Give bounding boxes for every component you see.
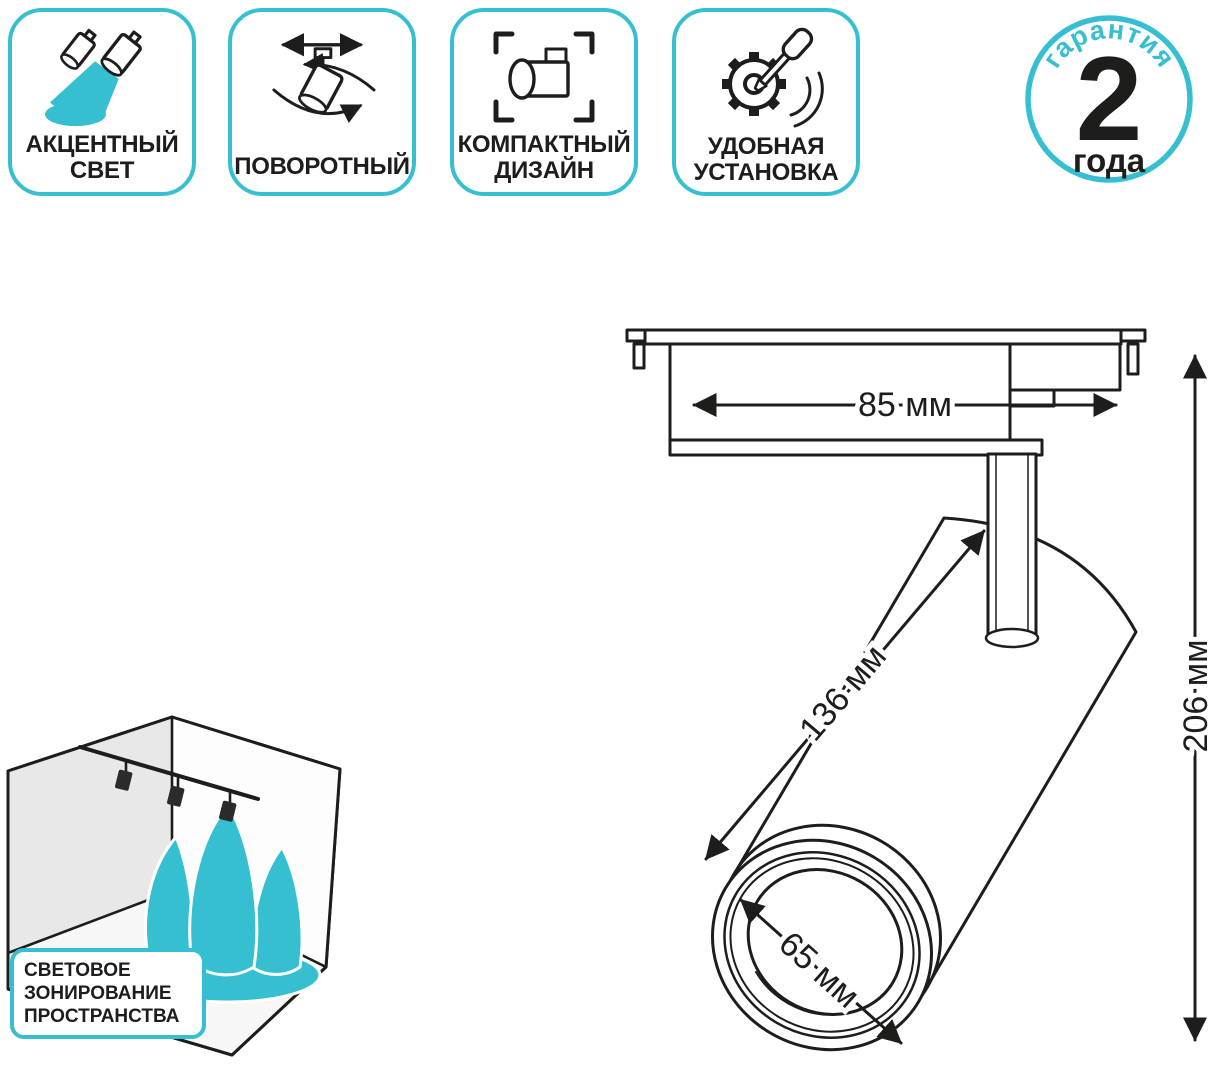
feature-label-line2: СВЕТ: [69, 157, 135, 184]
compact-design-icon: [458, 22, 630, 132]
ceiling-track: [78, 745, 260, 801]
motion-arc-inner: [789, 76, 812, 117]
easy-installation-icon: [680, 22, 852, 134]
spotlight-front: [100, 30, 142, 77]
feature-badge-rotatable: ПОВОРОТНЫЙ: [228, 8, 416, 196]
adapter-housing: [668, 342, 1012, 442]
rotatable-icon: [236, 22, 408, 154]
feature-label-line1: УДОБНАЯ: [707, 133, 825, 160]
feature-badge-accent-light: АКЦЕНТНЫЙ СВЕТ: [8, 8, 196, 196]
adapter-side-block: [1008, 342, 1122, 392]
light-beam-shape: [49, 61, 119, 120]
feature-label-line1: КОМПАКТНЫЙ: [457, 131, 631, 158]
accent-light-icon: [16, 22, 188, 132]
frame-brackets-shape: [493, 31, 595, 123]
feature-label: КОМПАКТНЫЙ ДИЗАЙН: [458, 132, 631, 184]
track-lamp: [167, 776, 185, 807]
rotate-arrow-back: [302, 53, 376, 92]
stem-joint: [984, 627, 1040, 649]
feature-label-line2: УСТАНОВКА: [693, 159, 839, 186]
zoning-caption-line2: ЗОНИРОВАНИЕ: [24, 983, 172, 1004]
warranty-ring: [1025, 15, 1193, 183]
dim-track-length: 85 мм: [692, 381, 1118, 429]
dim-206-label: 206 мм: [1177, 640, 1215, 753]
track-lamp: [115, 760, 133, 791]
feature-label-line2: ДИЗАЙН: [494, 157, 594, 184]
stem: [984, 452, 1040, 649]
dim-85-label: 85 мм: [858, 386, 952, 424]
feature-badge-easy-installation: УДОБНАЯ УСТАНОВКА: [672, 8, 860, 196]
lamp-shape: [508, 47, 570, 100]
track-adapter: [625, 328, 1147, 457]
feature-label-line1: ПОВОРОТНЫЙ: [234, 153, 410, 180]
zoning-caption-line3: ПРОСТРАНСТВА: [24, 1006, 180, 1027]
lamp-body: [710, 516, 1138, 1052]
dimension-drawing: 85 мм 136 мм 206 мм 65 мм: [625, 328, 1217, 1052]
zoning-caption: СВЕТОВОЕ ЗОНИРОВАНИЕ ПРОСТРАНСТВА: [10, 948, 206, 1039]
feature-label: АКЦЕНТНЫЙ СВЕТ: [26, 132, 179, 184]
gear-shape: [722, 52, 786, 116]
feature-label-line1: АКЦЕНТНЫЙ: [25, 131, 179, 158]
adapter-flange: [668, 438, 1044, 457]
feature-label: УДОБНАЯ УСТАНОВКА: [694, 134, 839, 186]
room-outline-stroke: [6, 715, 342, 1057]
track-lamp: [219, 791, 237, 822]
spotlight-shape: [298, 63, 344, 114]
warranty-badge: гарантия 2 года: [1022, 12, 1196, 186]
warranty-years: 2: [1076, 32, 1143, 166]
warranty-unit: года: [1073, 142, 1146, 179]
screwdriver-shape: [753, 27, 814, 93]
motion-arc-outer: [793, 71, 824, 128]
light-zone-center: [188, 802, 259, 977]
spotlight-back: [60, 28, 97, 70]
feature-badge-compact-design: КОМПАКТНЫЙ ДИЗАЙН: [450, 8, 638, 196]
feature-label: ПОВОРОТНЫЙ: [234, 153, 410, 180]
dim-overall-height: 206 мм: [1172, 354, 1217, 1042]
zoning-caption-line1: СВЕТОВОЕ: [24, 960, 131, 981]
